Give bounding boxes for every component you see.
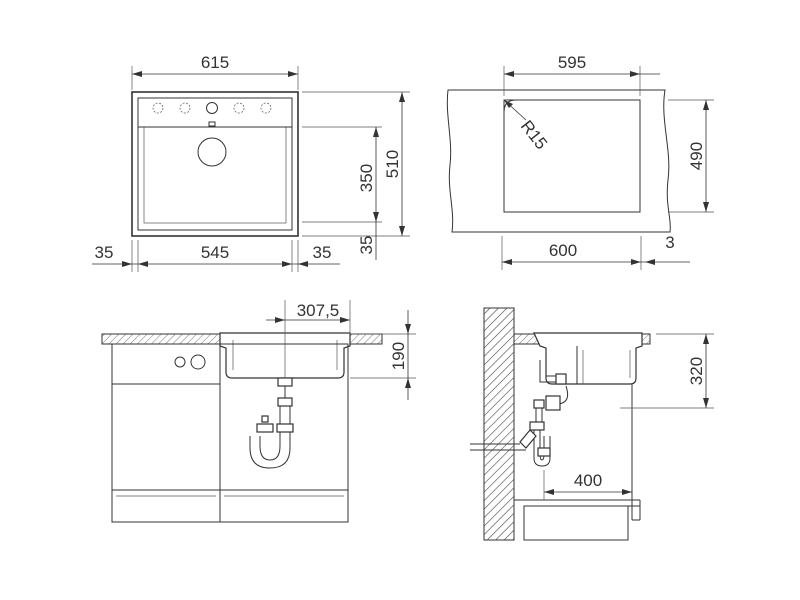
dim-490: 490 xyxy=(687,142,706,170)
sink-bowl xyxy=(143,126,287,224)
top-view: 615 35 545 35 510 350 35 xyxy=(92,53,410,272)
dishwasher-cabinet xyxy=(111,343,221,523)
dim-190: 190 xyxy=(389,342,408,370)
dim-600: 600 xyxy=(549,241,577,260)
dim-35-depth: 35 xyxy=(357,236,376,255)
sink-cabinet xyxy=(219,343,349,523)
dim-35-right: 35 xyxy=(313,243,332,262)
dim-3: 3 xyxy=(665,233,674,252)
knob-icon xyxy=(190,354,206,370)
section-side-view: 320 400 xyxy=(470,307,714,541)
dim-r15: R15 xyxy=(517,117,551,153)
dim-35-left: 35 xyxy=(95,243,114,262)
dim-307-5: 307,5 xyxy=(297,301,340,320)
dim-545: 545 xyxy=(201,243,229,262)
knob-icon xyxy=(174,356,186,368)
wall xyxy=(483,307,515,541)
dim-615: 615 xyxy=(201,53,229,72)
dim-595: 595 xyxy=(558,53,586,72)
dim-320: 320 xyxy=(687,357,706,385)
cutout-view: R15 595 600 3 490 xyxy=(446,53,714,270)
drain-trap xyxy=(249,377,294,469)
dim-510: 510 xyxy=(383,150,402,178)
front-side-view: 307,5 190 xyxy=(101,300,416,523)
sink-bowl-section xyxy=(533,332,643,385)
tap-holes xyxy=(152,102,272,127)
drain-hole xyxy=(197,137,227,167)
drain-trap-section xyxy=(470,360,569,467)
drawer xyxy=(523,505,629,541)
sink-outline xyxy=(131,91,299,237)
dim-400: 400 xyxy=(574,471,602,490)
dim-350: 350 xyxy=(357,164,376,192)
sink-rim xyxy=(137,97,293,231)
countertop-outline xyxy=(446,89,671,233)
cutout-opening xyxy=(503,99,641,213)
